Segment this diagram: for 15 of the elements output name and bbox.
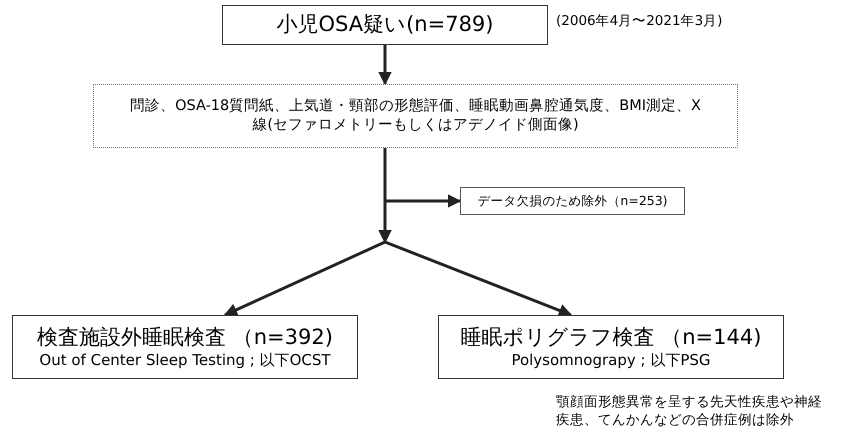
- process-box: [12, 315, 358, 379]
- node-title: 小児OSA疑い(n=789): [276, 11, 494, 38]
- date-range-note: (2006年4月〜2021年3月): [556, 12, 722, 30]
- process-box: [222, 5, 548, 45]
- node-title: 検査施設外睡眠検査 （n=392): [37, 324, 333, 351]
- dotted-process-box: [93, 84, 738, 148]
- node-title: 問診、OSA-18質問紙、上気道・頸部の形態評価、睡眠動画鼻腔通気度、BMI測定、X線(セファロメトリーもしくはアデノイド側面像): [129, 97, 702, 135]
- node-title: 睡眠ポリグラフ検査 （n=144): [460, 324, 762, 351]
- node-subtitle: Out of Center Sleep Testing ; 以下OCST: [39, 350, 331, 370]
- note-text: 顎顔面形態異常を呈する先天性疾患や神経疾患、てんかんなどの合併症例は除外: [556, 394, 823, 430]
- node-title: データ欠損のため除外（n=253): [477, 192, 668, 210]
- process-box: [460, 187, 685, 215]
- process-box: [438, 315, 784, 379]
- arrow: [378, 45, 392, 86]
- node-subtitle: Polysomnograpy ; 以下PSG: [511, 350, 711, 370]
